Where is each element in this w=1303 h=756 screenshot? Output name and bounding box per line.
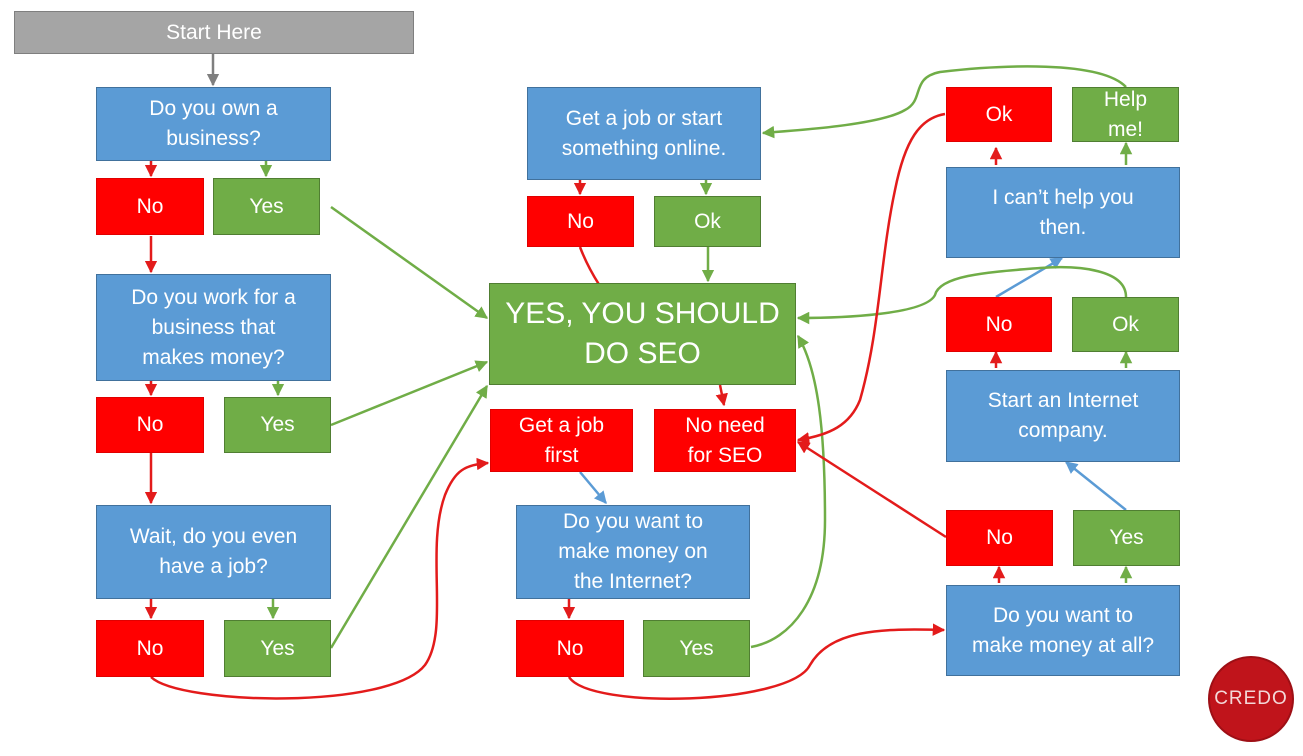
link-job-no-to-getjob — [150, 457, 490, 700]
result-yes-seo: YES, YOU SHOULD DO SEO — [489, 283, 796, 385]
answer-online-no: No — [527, 196, 634, 247]
answer-start-no: No — [946, 297, 1052, 352]
link-start-ok-to-seo — [796, 265, 1128, 325]
answer-own-no: No — [96, 178, 204, 235]
answer-work-no: No — [96, 397, 204, 453]
link-job-yes-to-seo — [329, 384, 489, 649]
answer-ok-top: Ok — [946, 87, 1052, 142]
answer-help-me: Help me! — [1072, 87, 1179, 142]
answer-work-yes: Yes — [224, 397, 331, 453]
question-make-money-internet: Do you want to make money on the Interne… — [516, 505, 750, 599]
link-getjob-to-internet — [579, 471, 607, 504]
answer-money-no: No — [946, 510, 1053, 566]
answer-money-yes: Yes — [1073, 510, 1180, 566]
answer-job-no: No — [96, 620, 204, 677]
link-money-no-to-noneed — [796, 440, 947, 539]
question-have-job: Wait, do you even have a job? — [96, 505, 331, 599]
answer-start-ok: Ok — [1072, 297, 1179, 352]
link-money-yes-to-start — [1065, 461, 1127, 511]
answer-job-yes: Yes — [224, 620, 331, 677]
link-internet-no-to-money — [567, 623, 946, 700]
link-help-to-online — [761, 65, 1127, 139]
answer-internet-no: No — [516, 620, 624, 677]
link-seo-to-noneed — [715, 384, 728, 407]
answer-internet-yes: Yes — [643, 620, 750, 677]
link-start-no-to-canthelp — [995, 256, 1064, 299]
link-internet-yes-to-seo — [750, 334, 827, 649]
result-no-need-seo: No need for SEO — [654, 409, 796, 472]
link-own-yes-to-seo — [330, 205, 489, 320]
question-own-business: Do you own a business? — [96, 87, 331, 161]
link-work-yes-to-seo — [330, 360, 489, 427]
question-make-money-all: Do you want to make money at all? — [946, 585, 1180, 676]
answer-own-yes: Yes — [213, 178, 320, 235]
answer-online-ok: Ok — [654, 196, 761, 247]
question-work-business: Do you work for a business that makes mo… — [96, 274, 331, 381]
credo-logo: CREDO — [1208, 656, 1294, 742]
message-cant-help: I can’t help you then. — [946, 167, 1180, 258]
result-get-job-first: Get a job first — [490, 409, 633, 472]
start-node: Start Here — [14, 11, 414, 54]
suggestion-start-internet-company: Start an Internet company. — [946, 370, 1180, 462]
suggestion-get-job-online: Get a job or start something online. — [527, 87, 761, 180]
link-ok-to-noneed — [796, 112, 946, 445]
